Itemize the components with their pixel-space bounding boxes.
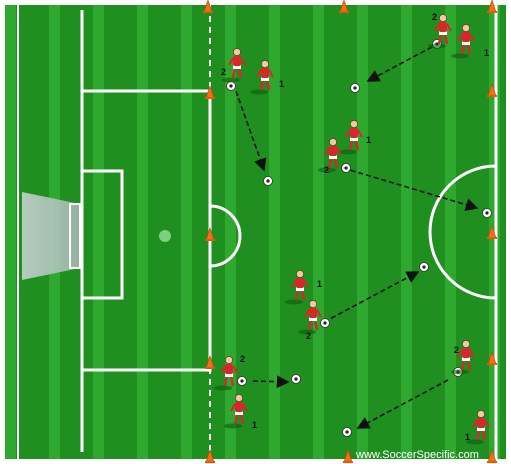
player-number-label: 2 bbox=[306, 331, 311, 341]
player-number-label: 2 bbox=[221, 67, 226, 77]
player-number-label: 2 bbox=[324, 165, 329, 175]
penalty-spot bbox=[159, 230, 171, 242]
player-number-label: 1 bbox=[366, 135, 371, 145]
watermark: www.SoccerSpecific.com bbox=[355, 449, 479, 461]
player-number-label: 1 bbox=[484, 48, 489, 58]
player-number-label: 1 bbox=[465, 432, 470, 442]
ball bbox=[342, 164, 351, 173]
ball bbox=[343, 428, 352, 437]
ball bbox=[292, 375, 301, 384]
ball bbox=[238, 377, 247, 386]
player-number-label: 1 bbox=[279, 79, 284, 89]
grass-stripe bbox=[445, 5, 456, 459]
ball bbox=[227, 82, 236, 91]
goal-net bbox=[22, 192, 80, 280]
grass-stripe bbox=[5, 5, 16, 459]
ball bbox=[351, 84, 360, 93]
player-number-label: 1 bbox=[252, 420, 257, 430]
player-number-label: 2 bbox=[240, 354, 245, 364]
ball bbox=[321, 319, 330, 328]
grass-stripe bbox=[313, 5, 324, 459]
player-number-label: 2 bbox=[454, 345, 459, 355]
player-number-label: 2 bbox=[432, 12, 437, 22]
ball bbox=[264, 177, 273, 186]
player-number-label: 1 bbox=[317, 279, 322, 289]
ball bbox=[420, 263, 429, 272]
grass-stripe bbox=[137, 5, 148, 459]
grass-stripe bbox=[181, 5, 192, 459]
grass-stripe bbox=[401, 5, 412, 459]
ball bbox=[483, 209, 492, 218]
grass-stripe bbox=[357, 5, 368, 459]
grass-stripe bbox=[93, 5, 104, 459]
